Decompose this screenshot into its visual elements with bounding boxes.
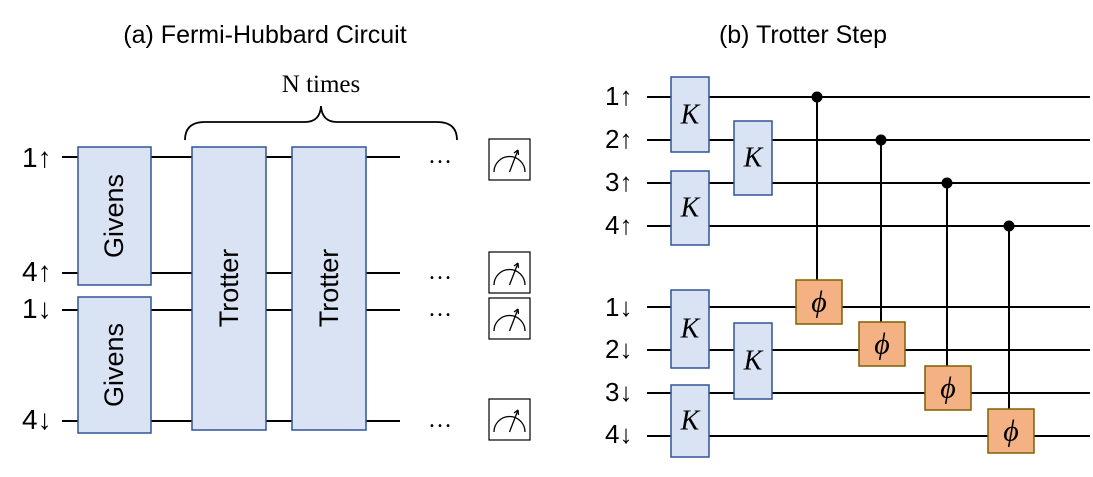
phi-gate-3-label: ϕ: [940, 372, 956, 405]
k-gate-down-2: [670, 384, 710, 458]
panel-b-title: (b) Trotter Step: [719, 21, 887, 49]
measurement-icon: [488, 398, 531, 441]
qubit-label-1-down: 1↓: [605, 292, 632, 322]
qubit-label-2-down: 2↓: [605, 334, 632, 364]
trotter-gate-1: [191, 146, 267, 431]
control-dot-2: [875, 134, 887, 146]
phi-gate-4: [987, 408, 1035, 454]
control-dot-1: [811, 91, 823, 103]
phi-gate-1: [795, 279, 843, 325]
k-gate-up-3-label: K: [743, 143, 764, 174]
qubit-label-3-down: 3↓: [605, 377, 632, 407]
ellipsis-1-down: …: [428, 296, 452, 322]
trotter-gate-2: [291, 146, 367, 431]
k-gate-down-3-label: K: [743, 346, 764, 377]
k-gate-down-3: [733, 322, 773, 400]
qubit-label-1-down: 1↓: [22, 293, 52, 324]
qubit-label-4-up: 4↑: [22, 256, 52, 287]
k-gate-down-2-label: K: [680, 406, 701, 437]
trotter-gate-2-label: Trotter: [314, 249, 344, 328]
givens-gate-up: [77, 146, 152, 286]
k-gate-up-2: [670, 170, 710, 246]
k-gate-up-1-label: K: [680, 100, 701, 131]
ellipsis-1-up: …: [428, 143, 452, 169]
measurement-icon: [488, 138, 531, 181]
qubit-label-1-up: 1↑: [22, 142, 52, 173]
k-gate-up-1: [670, 76, 710, 153]
panel-a-title: (a) Fermi-Hubbard Circuit: [123, 21, 406, 49]
measurement-icon: [488, 297, 531, 340]
k-gate-up-3: [733, 120, 773, 196]
qubit-label-4-down: 4↓: [605, 419, 632, 449]
phi-gate-1-label: ϕ: [811, 286, 827, 319]
phi-gate-2-label: ϕ: [874, 328, 890, 361]
qubit-label-4-up: 4↑: [605, 210, 632, 240]
qubit-label-2-up: 2↑: [605, 124, 632, 154]
qubit-label-3-up: 3↑: [605, 167, 632, 197]
ellipsis-4-up: …: [428, 259, 452, 285]
n-times-label: N times: [282, 71, 360, 98]
panel-b: (b) Trotter Step 1↑ 2↑ 3↑ 4↑ 1↓ 2↓ 3↓ 4↓…: [605, 21, 1090, 458]
k-gate-down-1-label: K: [680, 314, 701, 345]
phi-gate-2: [858, 321, 906, 367]
n-times-brace: [184, 105, 458, 141]
phi-gate-3: [924, 365, 972, 411]
phi-gate-4-label: ϕ: [1003, 415, 1019, 448]
givens-gate-down: [77, 296, 152, 434]
ellipsis-4-down: …: [428, 407, 452, 433]
control-dot-3: [941, 177, 953, 189]
k-gate-down-1: [670, 289, 710, 369]
k-gate-up-2-label: K: [680, 193, 701, 224]
qubit-label-4-down: 4↓: [22, 404, 52, 435]
qubit-label-1-up: 1↑: [605, 81, 632, 111]
panel-a: (a) Fermi-Hubbard Circuit N times 1↑ 4↑ …: [22, 21, 531, 441]
control-dot-4: [1003, 220, 1015, 232]
givens-gate-up-label: Givens: [99, 174, 129, 258]
trotter-gate-1-label: Trotter: [214, 249, 244, 328]
measurement-icon: [488, 251, 531, 294]
givens-gate-down-label: Givens: [99, 323, 129, 407]
